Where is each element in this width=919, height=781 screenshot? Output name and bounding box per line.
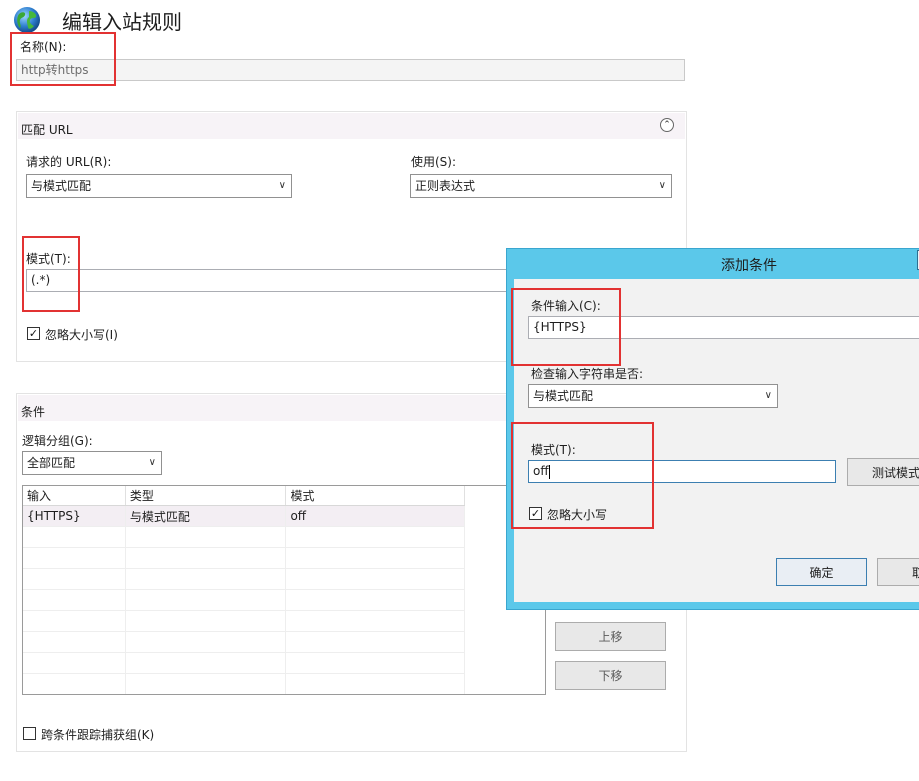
- pattern-label: 模式(T):: [26, 252, 71, 266]
- logical-grouping-select[interactable]: 全部匹配 ∨: [22, 451, 162, 475]
- highlight-name: [10, 32, 116, 86]
- table-row: [23, 610, 465, 632]
- check-if-label: 检查输入字符串是否:: [531, 367, 644, 381]
- move-up-button[interactable]: 上移: [555, 622, 666, 651]
- logical-grouping-value: 全部匹配: [27, 456, 76, 470]
- dialog-pattern-input[interactable]: off: [528, 460, 836, 483]
- chevron-down-icon: ∨: [278, 180, 286, 191]
- name-field[interactable]: http转https: [16, 59, 685, 81]
- page-title: 编辑入站规则: [62, 10, 182, 34]
- condition-input-label: 条件输入(C):: [531, 299, 601, 313]
- chevron-down-icon: ∨: [764, 390, 772, 401]
- table-row[interactable]: {HTTPS} 与模式匹配 off: [23, 505, 465, 527]
- text-cursor: [548, 464, 550, 479]
- dialog-pattern-value: off: [533, 464, 549, 478]
- conditions-title: 条件: [21, 405, 46, 419]
- ignore-case-label: 忽略大小写(I): [45, 328, 118, 342]
- collapse-icon[interactable]: ⌃: [660, 118, 674, 132]
- conditions-grid: 输入 类型 模式 {HTTPS} 与模式匹配 off: [22, 485, 546, 695]
- column-header-input[interactable]: 输入: [23, 486, 126, 506]
- cell-pattern: off: [285, 505, 465, 527]
- cell-input: {HTTPS}: [23, 505, 126, 527]
- table-row: [23, 568, 465, 590]
- requested-url-label: 请求的 URL(R):: [26, 155, 112, 169]
- chevron-down-icon: ∨: [658, 180, 666, 191]
- name-label: 名称(N):: [20, 40, 67, 54]
- column-header-type[interactable]: 类型: [125, 486, 287, 506]
- using-select[interactable]: 正则表达式 ∨: [410, 174, 672, 198]
- table-row: [23, 652, 465, 674]
- condition-input-field[interactable]: {HTTPS}: [528, 316, 919, 339]
- table-row: [23, 631, 465, 653]
- check-if-value: 与模式匹配: [533, 389, 594, 403]
- highlight-pattern: [22, 236, 80, 312]
- cell-type: 与模式匹配: [125, 505, 287, 527]
- ok-button[interactable]: 确定: [776, 558, 867, 586]
- using-value: 正则表达式: [415, 179, 476, 193]
- dialog-pattern-label: 模式(T):: [531, 443, 576, 457]
- check-if-select[interactable]: 与模式匹配 ∨: [528, 384, 778, 408]
- highlight-condition-input: [511, 288, 621, 366]
- dialog-close-button[interactable]: [917, 250, 919, 270]
- table-row: [23, 526, 465, 548]
- cancel-button[interactable]: 取: [877, 558, 919, 586]
- move-down-button[interactable]: 下移: [555, 661, 666, 690]
- table-row: [23, 673, 465, 694]
- highlight-dialog-pattern: [511, 422, 654, 529]
- dialog-ignore-case-checkbox[interactable]: ✓: [529, 507, 542, 520]
- column-header-pattern[interactable]: 模式: [285, 486, 465, 506]
- table-row: [23, 589, 465, 611]
- globe-icon: [12, 5, 42, 35]
- requested-url-select[interactable]: 与模式匹配 ∨: [26, 174, 292, 198]
- logical-grouping-label: 逻辑分组(G):: [22, 434, 93, 448]
- dialog-title: 添加条件: [721, 258, 777, 274]
- ignore-case-checkbox[interactable]: ✓: [27, 327, 40, 340]
- chevron-down-icon: ∨: [148, 457, 156, 468]
- using-label: 使用(S):: [411, 155, 457, 169]
- track-groups-label: 跨条件跟踪捕获组(K): [41, 728, 155, 742]
- test-pattern-button[interactable]: 测试模式: [847, 458, 919, 486]
- pattern-input[interactable]: (.*): [26, 269, 516, 292]
- track-groups-checkbox[interactable]: [23, 727, 36, 740]
- table-row: [23, 547, 465, 569]
- dialog-ignore-case-label: 忽略大小写: [547, 508, 608, 522]
- match-url-title: 匹配 URL: [21, 123, 73, 137]
- requested-url-value: 与模式匹配: [31, 179, 92, 193]
